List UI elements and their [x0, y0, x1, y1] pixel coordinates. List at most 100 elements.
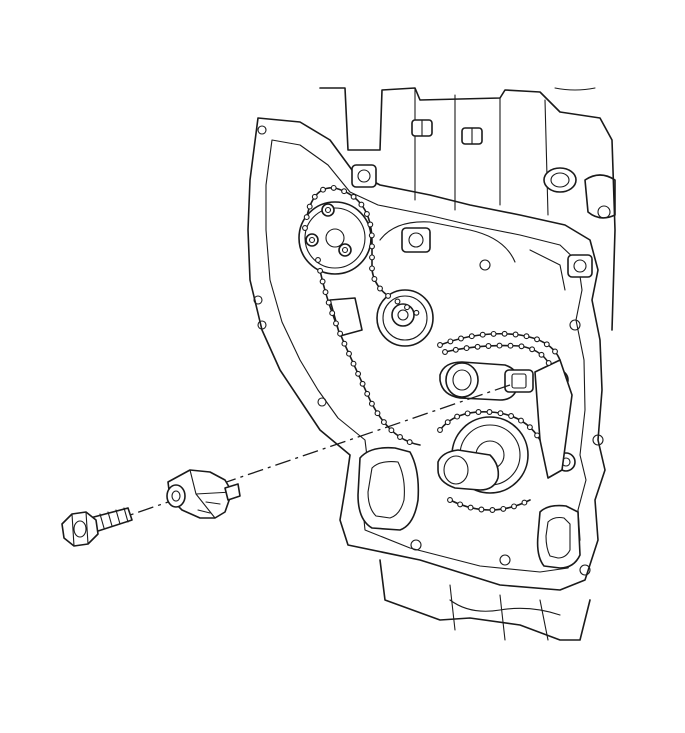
cover-bolt [461, 127, 483, 145]
chain-link [489, 507, 496, 513]
chain-link [406, 439, 413, 446]
sprocket-bolt [321, 203, 335, 217]
chain-link [371, 276, 378, 282]
chain-link [523, 333, 530, 340]
idler-bolt [391, 303, 415, 327]
chain-link [359, 380, 366, 387]
chain-link [437, 342, 443, 348]
chain-link [404, 304, 410, 311]
mount-boss [351, 164, 377, 188]
chain-link [397, 434, 403, 440]
chain-link [474, 343, 481, 350]
chain-link [486, 409, 493, 415]
chain-link [320, 186, 326, 193]
chain-link [394, 298, 401, 305]
chain-link [534, 432, 541, 439]
lower-right-aperture [536, 504, 581, 569]
chain-link [363, 211, 370, 217]
chain-tensioner-bore [439, 361, 534, 401]
mount-boss [567, 254, 593, 278]
chain-link [518, 417, 524, 424]
chain-link [350, 360, 357, 367]
chain-link [369, 243, 375, 250]
chain-link [364, 390, 371, 397]
chain-link [377, 285, 383, 292]
chain-link [507, 342, 514, 349]
chain-link [454, 413, 461, 420]
chain-link [447, 497, 453, 503]
chain-link [368, 400, 375, 407]
cover-bolt [411, 119, 433, 137]
chain-link [330, 184, 337, 191]
chain-link [337, 330, 344, 337]
oil-plug [543, 167, 616, 219]
chain-link [358, 201, 365, 208]
chain-link [368, 232, 375, 239]
chain-link [508, 413, 515, 419]
chain-link [319, 278, 326, 285]
chain-link [452, 346, 459, 353]
chain-link [311, 193, 318, 200]
chain-link [346, 350, 352, 357]
chain-link [467, 504, 474, 511]
chain-link [437, 427, 443, 433]
chain-link [355, 370, 362, 377]
mount-boss [401, 227, 431, 253]
chain-link [521, 499, 528, 506]
chain-link [545, 360, 552, 366]
chain-link [457, 501, 464, 508]
chain-link [458, 335, 464, 342]
chain-link [500, 505, 507, 512]
chain-link [303, 214, 310, 221]
chain-link [374, 410, 381, 417]
chain-link [512, 331, 519, 338]
chain-link [333, 320, 339, 327]
chain-link [475, 409, 482, 415]
chain-link [479, 331, 486, 338]
crankshaft-sprocket [437, 416, 529, 494]
chain-link [463, 345, 470, 352]
chain-link [526, 424, 533, 431]
camshaft-sprocket [298, 201, 372, 275]
chain-link [496, 342, 503, 349]
chain-link [490, 330, 497, 337]
chain-guide [329, 297, 363, 337]
chain-link [350, 193, 357, 200]
chain-link [552, 348, 558, 355]
chain-link [302, 225, 308, 231]
chain-link [388, 427, 395, 434]
chain-link [385, 292, 392, 299]
chain-link [497, 410, 504, 417]
chain-link [518, 343, 525, 350]
chain-link [369, 265, 375, 272]
chain-link [413, 309, 420, 316]
chain-link [322, 289, 329, 296]
chain-link [329, 310, 336, 317]
tensioner-bolt [61, 507, 133, 547]
chain-link [447, 338, 454, 345]
chain-link [315, 257, 321, 263]
chain-link [468, 333, 475, 340]
chain-link [444, 419, 451, 426]
chain-link [529, 346, 536, 353]
chain-link [543, 341, 550, 348]
chain-link [306, 203, 313, 210]
sprocket-bolt [305, 233, 319, 247]
chain-links [302, 184, 558, 513]
chain-link [534, 336, 540, 343]
chain-link [485, 343, 492, 349]
chain-tensioner [166, 469, 241, 519]
chain-link [538, 351, 545, 358]
chain-link [317, 267, 324, 274]
chain-link [367, 221, 374, 228]
chain-link [369, 254, 375, 261]
chain-link [325, 299, 332, 306]
engine-front-block [247, 87, 616, 641]
chain-link [464, 410, 471, 417]
chain-link [501, 330, 508, 337]
chain-link [341, 340, 348, 347]
chain-link [478, 506, 485, 513]
chain-link [341, 188, 348, 195]
